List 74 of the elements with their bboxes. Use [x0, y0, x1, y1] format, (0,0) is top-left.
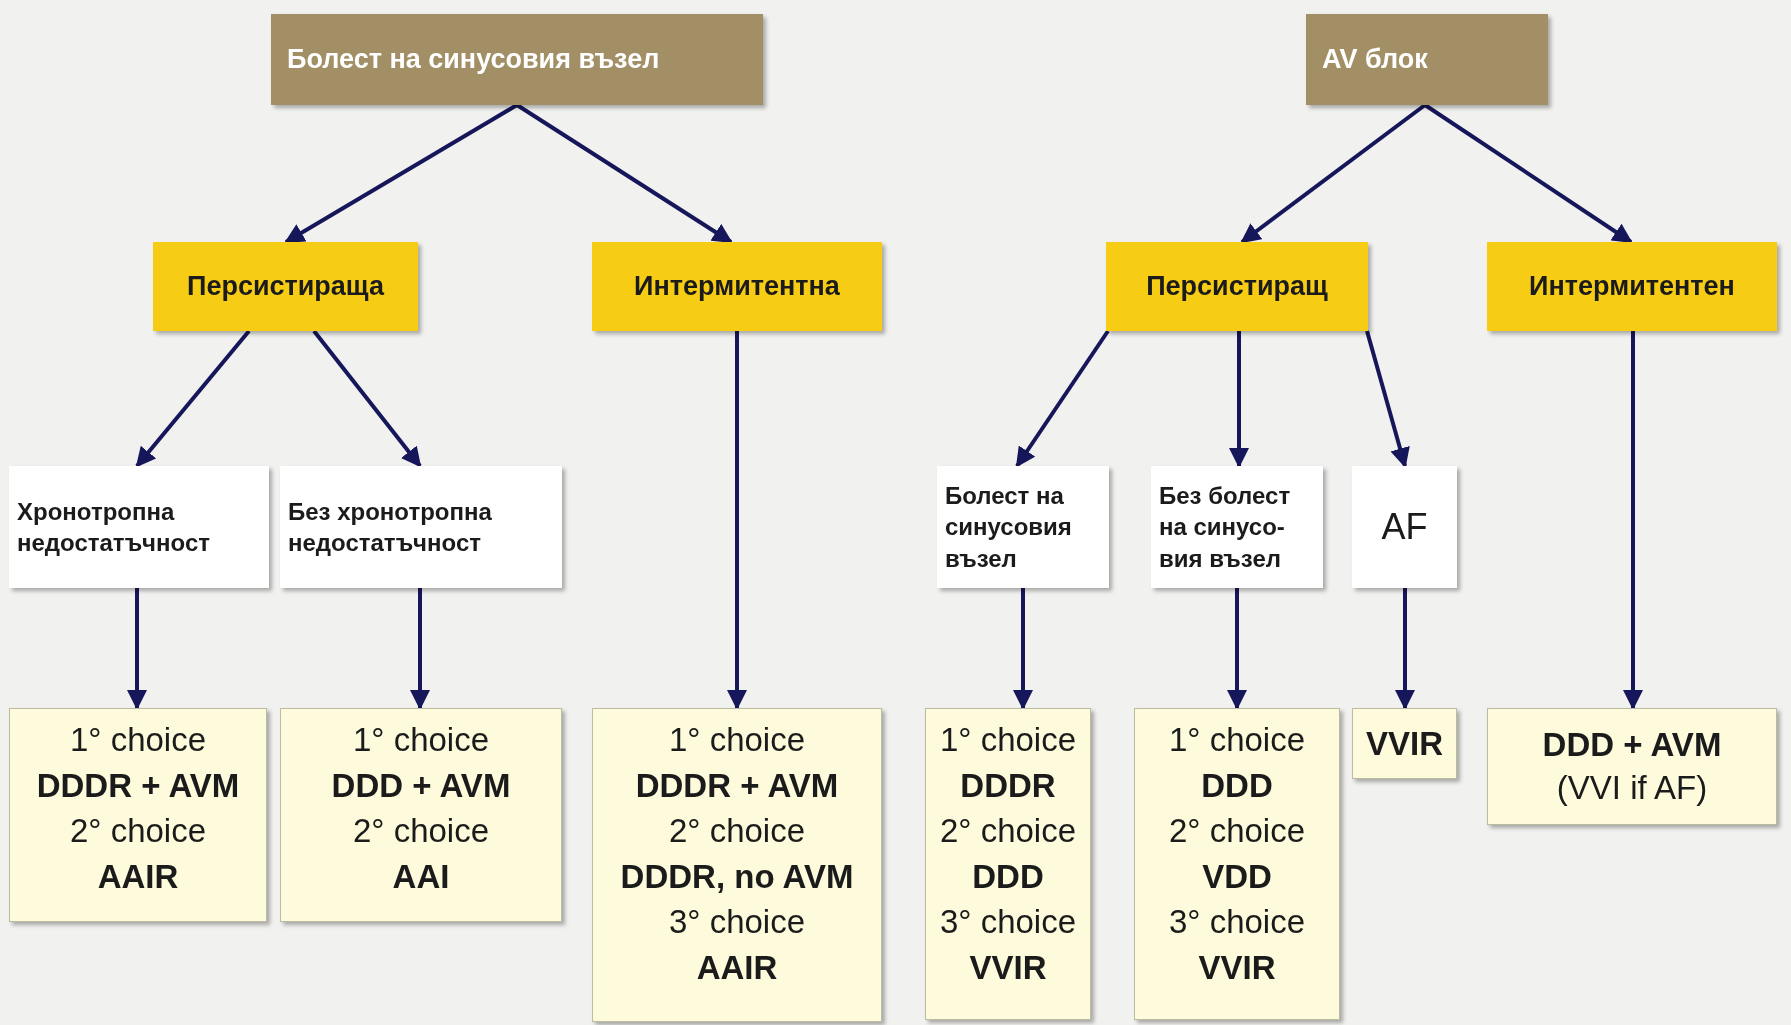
condition-box [937, 466, 1109, 588]
node-text: VVIR [969, 947, 1047, 988]
recommendation-box [925, 708, 1091, 1020]
recommendation-box [280, 708, 562, 922]
node-text: DDD [1201, 765, 1273, 806]
node-text: Персистиращ [1146, 270, 1328, 304]
node-text: 3° choice [668, 902, 806, 943]
condition-box [1352, 466, 1457, 588]
recommendation-box [1487, 708, 1777, 825]
node-text: Без хронотропна недостатъчност [288, 496, 493, 558]
condition-box [280, 466, 562, 588]
node-text: DDD + AVM [1542, 724, 1722, 765]
node-text: (VVI if AF) [1556, 767, 1708, 808]
node-text: DDD [972, 856, 1044, 897]
recommendation-box [1352, 708, 1457, 779]
node-text: 3° choice [1168, 902, 1306, 943]
arrow [1227, 588, 1247, 710]
node-text: Болест на синусовия възел [287, 43, 661, 77]
node-text: Болест на синусовия възел [945, 481, 1073, 574]
node-text: DDDR, no AVM [620, 856, 854, 897]
arrow [1423, 103, 1633, 244]
node-text: DDDR + AVM [635, 765, 839, 806]
node-text: Без болест на синусо- вия възел [1159, 481, 1292, 574]
recommendation-box [1134, 708, 1340, 1020]
arrow [1229, 331, 1249, 468]
node-text: 1° choice [352, 720, 490, 760]
node-text: Хронотропна недостатъчност [17, 496, 211, 558]
node-text: Интермитентна [634, 270, 840, 304]
node-text: DDDR [960, 765, 1056, 806]
node-text: AAIR [696, 947, 778, 988]
recommendation-box [592, 708, 882, 1022]
arrow [727, 331, 747, 710]
arrow [1013, 588, 1033, 710]
type-box [153, 242, 418, 331]
condition-box [9, 466, 269, 588]
node-text: 1° choice [1168, 720, 1306, 760]
node-text: AAIR [97, 856, 179, 897]
arrow [312, 329, 422, 468]
node-text: 3° choice [939, 902, 1077, 943]
node-text: 2° choice [939, 811, 1077, 852]
node-text: Персистираща [187, 270, 384, 304]
arrow [1015, 329, 1110, 468]
node-text: 2° choice [352, 811, 490, 852]
node-text: AAI [392, 856, 450, 897]
type-box [1106, 242, 1368, 331]
arrow [1240, 103, 1427, 244]
arrow [1365, 330, 1410, 468]
arrow [515, 103, 733, 244]
type-box [1487, 242, 1777, 331]
recommendation-box [9, 708, 267, 922]
type-box [592, 242, 882, 331]
node-text: 1° choice [668, 720, 806, 760]
node-text: Интермитентен [1529, 270, 1735, 304]
category-header [1306, 14, 1548, 105]
node-text: VDD [1202, 856, 1272, 897]
category-header [271, 14, 763, 105]
arrow [127, 588, 147, 710]
node-text: VVIR [1366, 723, 1443, 764]
arrow [1395, 588, 1415, 710]
node-text: VVIR [1198, 947, 1276, 988]
node-text: AV блок [1322, 43, 1429, 77]
condition-box [1151, 466, 1323, 588]
node-text: AF [1381, 505, 1428, 549]
node-text: DDDR + AVM [36, 765, 240, 806]
node-text: DDD + AVM [331, 765, 511, 806]
node-text: 1° choice [939, 720, 1077, 760]
arrow [135, 329, 251, 468]
node-text: 2° choice [668, 811, 806, 852]
node-text: 2° choice [1168, 811, 1306, 852]
node-text: 2° choice [69, 811, 207, 852]
node-text: 1° choice [69, 720, 207, 760]
arrow [1623, 331, 1643, 710]
arrow [284, 103, 518, 244]
arrow [410, 588, 430, 710]
